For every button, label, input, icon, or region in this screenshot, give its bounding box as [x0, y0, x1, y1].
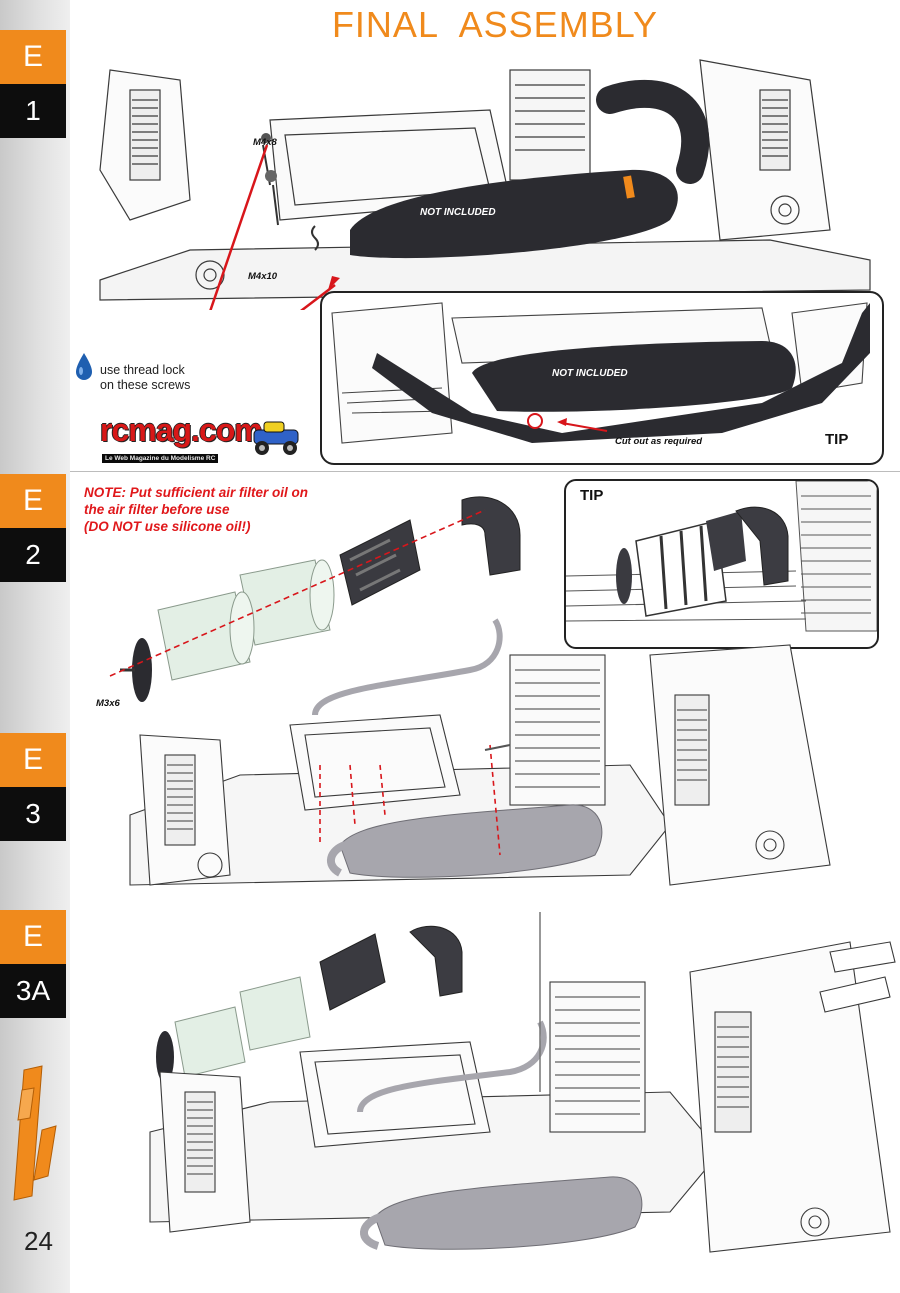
screw-label-m4x10: M4x10 [248, 271, 278, 282]
tip-label-e2: TIP [580, 487, 604, 504]
rcmag-tagline: Le Web Magazine du Modelisme RC [102, 454, 219, 463]
tip-box-air-filter: TIP [564, 479, 879, 649]
screw-label-m4x8: M4x8 [253, 137, 277, 148]
rcmag-watermark: rcmag.com Le Web Magazine du Modelisme R… [100, 412, 300, 468]
step-letter-e2: E [0, 474, 66, 528]
step-e1-chassis-illustration [99, 59, 871, 310]
pipe-label-not-included: NOT INCLUDED [420, 207, 496, 218]
step-number-3: 3 [0, 787, 66, 841]
thread-lock-line-1: use thread lock [100, 363, 185, 377]
step-letter-e1: E [0, 30, 66, 84]
brand-logo-icon [13, 1065, 57, 1201]
tip-exhaust-illustration [331, 302, 870, 444]
tip-air-filter-illustration [566, 481, 877, 632]
air-filter-note: NOTE: Put sufficient air filter oil on t… [84, 484, 444, 535]
step-number-1: 1 [0, 84, 66, 138]
thread-lock-line-2: on these screws [100, 378, 191, 392]
step-number-3a: 3A [0, 964, 66, 1018]
rc-car-icon [253, 421, 299, 455]
section-divider [70, 471, 900, 472]
note-line-3: (DO NOT use silicone oil!) [84, 519, 251, 534]
rcmag-logo: rcmag.com [100, 412, 263, 448]
note-line-2: the air filter before use [84, 502, 230, 517]
tip-callout-cut-out: Cut out as required [615, 436, 703, 447]
step-letter-e3: E [0, 733, 66, 787]
screw-label-m3x6: M3x6 [96, 698, 120, 709]
page-number: 24 [24, 1226, 53, 1256]
tip-pipe-label-not-included: NOT INCLUDED [552, 368, 628, 379]
note-line-1: NOTE: Put sufficient air filter oil on [84, 485, 309, 500]
step-e3-chassis-illustration [129, 618, 831, 886]
tip-box-exhaust: NOT INCLUDED Cut out as required TIP [320, 291, 884, 465]
step-e3a-chassis-illustration [149, 912, 896, 1253]
tip-label-e1: TIP [825, 431, 849, 448]
step-letter-e3a: E [0, 910, 66, 964]
step-number-2: 2 [0, 528, 66, 582]
page-title: FINAL ASSEMBLY [331, 4, 659, 45]
thread-lock-note: use thread lock on these screws [100, 363, 250, 393]
step-e2-air-filter-exploded [109, 496, 521, 702]
thread-lock-drop-icon [76, 353, 92, 380]
